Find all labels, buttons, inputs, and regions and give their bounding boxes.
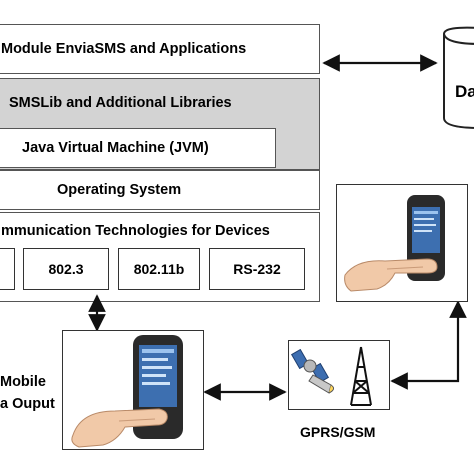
remote-device-frame [336, 184, 468, 302]
comm-layer: mmunication Technologies for Devices 802… [0, 212, 320, 302]
mobile-device-frame [62, 330, 204, 450]
phone-in-hand-icon [71, 335, 183, 448]
database-label: Da [455, 82, 474, 101]
tech-chip-cut [0, 248, 15, 290]
comm-layer-label: mmunication Technologies for Devices [1, 223, 270, 239]
mobile-label-line2: a Ouput [0, 396, 55, 412]
os-layer-label: Operating System [57, 182, 182, 198]
applications-layer-label: Module EnviaSMS and Applications [1, 41, 247, 57]
database-cylinder-icon: Da [440, 20, 474, 130]
applications-layer: Module EnviaSMS and Applications [0, 24, 320, 74]
phone-in-hand-icon [344, 195, 445, 292]
libraries-layer-label: SMSLib and Additional Libraries [9, 95, 232, 111]
network-device-arrow [390, 300, 467, 390]
network-label: GPRS/GSM [300, 424, 376, 440]
tech-chip-rs232: RS-232 [209, 248, 305, 290]
antenna-tower-icon [350, 346, 372, 406]
jvm-layer-label: Java Virtual Machine (JVM) [22, 140, 209, 156]
jvm-layer: Java Virtual Machine (JVM) [0, 128, 276, 168]
mobile-label-line1: Mobile [0, 374, 46, 390]
satellite-icon [290, 348, 335, 394]
tech-chip-80211b: 802.11b [118, 248, 200, 290]
tech-chip-8023: 802.3 [23, 248, 109, 290]
os-layer: Operating System [0, 170, 320, 210]
network-box [288, 340, 390, 410]
